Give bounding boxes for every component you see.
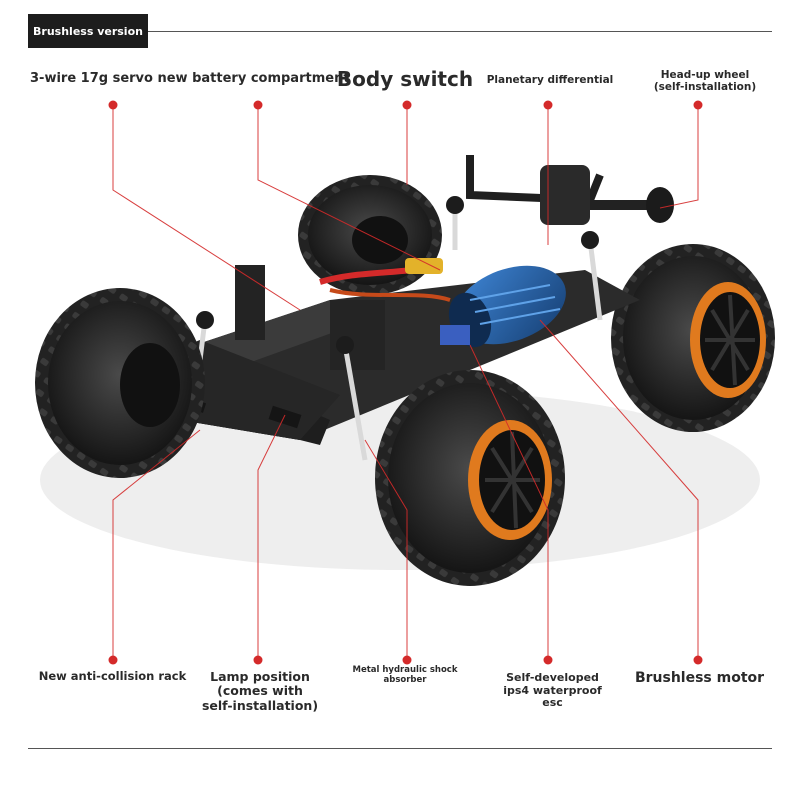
label-shock-absorber: Metal hydraulic shock absorber	[345, 665, 465, 686]
label-anti-collision-rack: New anti-collision rack	[38, 669, 187, 683]
callout-dots	[108, 100, 703, 665]
callout-dot	[693, 100, 703, 110]
label-line: self-installation)	[201, 697, 319, 713]
label-head-up-wheel: Head-up wheel (self-installation)	[640, 69, 770, 93]
label-line: (comes with	[217, 683, 303, 699]
label-line: (self-installation)	[653, 81, 757, 94]
label-planetary-differential: Planetary differential	[486, 74, 614, 86]
wheel-front-right	[375, 370, 565, 586]
top-divider	[148, 31, 772, 32]
callout-dot	[402, 655, 412, 665]
label-line: Lamp position	[210, 669, 310, 684]
callout-leaders	[112, 105, 699, 660]
callout-dot	[108, 655, 118, 665]
callout-dot	[402, 100, 412, 110]
label-line: esc	[542, 696, 563, 710]
label-line: Self-developed	[506, 671, 599, 684]
label-lamp-position: Lamp position (comes with self-installat…	[190, 669, 330, 713]
label-line: ips4 waterproof	[503, 683, 602, 697]
wheel-front-left	[35, 288, 205, 478]
callout-dot	[543, 655, 553, 665]
label-servo-battery: 3-wire 17g servo new battery compartment	[30, 71, 350, 86]
label-waterproof-esc: Self-developed ips4 waterproof esc	[480, 671, 625, 710]
callout-dot	[543, 100, 553, 110]
label-line: Metal hydraulic shock	[352, 665, 458, 675]
callout-dot	[108, 100, 118, 110]
esc-wiring	[319, 258, 470, 345]
version-badge: Brushless version	[28, 14, 148, 48]
label-brushless-motor: Brushless motor	[634, 670, 765, 686]
bottom-divider	[28, 748, 772, 749]
callout-dot	[253, 655, 263, 665]
wheel-rear-right	[611, 244, 775, 432]
callout-dot	[693, 655, 703, 665]
label-line: absorber	[383, 674, 427, 685]
label-line: Head-up wheel	[660, 69, 750, 81]
callout-dot	[253, 100, 263, 110]
label-body-switch: Body switch	[336, 67, 474, 91]
